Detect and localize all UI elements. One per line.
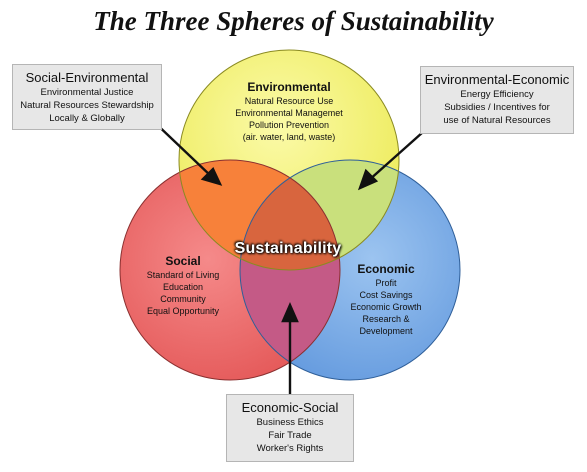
callout-economic-social: Economic-Social Business Ethics Fair Tra…	[226, 394, 354, 462]
environmental-sphere-outline	[178, 49, 400, 271]
social-item: Standard of Living	[146, 270, 220, 280]
callout-item: Worker's Rights	[256, 443, 324, 454]
social-sphere-outline	[119, 159, 341, 381]
callout-title: Economic-Social	[241, 400, 339, 415]
sustainability-label: Sustainability	[234, 240, 342, 257]
callout-title: Social-Environmental	[25, 70, 149, 85]
environmental-item: Pollution Prevention	[248, 120, 330, 130]
economic-item: Development	[359, 326, 413, 336]
social-title: Social	[165, 254, 201, 268]
callout-item: use of Natural Resources	[443, 115, 551, 126]
social-text: Social Standard of Living Education Comm…	[138, 254, 228, 317]
callout-title: Environmental-Economic	[424, 72, 570, 87]
economic-item: Research &	[362, 314, 410, 324]
callout-item: Subsidies / Incentives for	[444, 102, 550, 113]
callout-item: Environmental Justice	[40, 87, 134, 98]
environmental-item: Environmental Managemet	[235, 108, 343, 118]
social-item: Equal Opportunity	[146, 306, 220, 316]
callout-item: Energy Efficiency	[460, 89, 534, 100]
environmental-title: Environmental	[247, 80, 331, 94]
economic-text: Economic Profit Cost Savings Economic Gr…	[340, 262, 432, 337]
economic-item: Profit	[375, 278, 397, 288]
diagram-title: The Three Spheres of Sustainability	[93, 6, 494, 36]
economic-title: Economic	[357, 262, 415, 276]
social-item: Community	[160, 294, 206, 304]
environmental-item: (air. water, land, waste)	[242, 132, 336, 142]
callout-environmental-economic: Environmental-Economic Energy Efficiency…	[420, 66, 574, 134]
environmental-text: Environmental Natural Resource Use Envir…	[219, 80, 359, 143]
callout-item: Locally & Globally	[49, 113, 125, 124]
callout-item: Business Ethics	[256, 417, 324, 428]
callout-item: Fair Trade	[268, 430, 312, 441]
arrowhead-economic-social	[281, 302, 299, 323]
economic-item: Economic Growth	[350, 302, 422, 312]
arrowhead-social-environmental	[200, 166, 223, 186]
environmental-item: Natural Resource Use	[244, 96, 334, 106]
callout-social-environmental: Social-Environmental Environmental Justi…	[12, 64, 162, 130]
social-item: Education	[162, 282, 204, 292]
arrowhead-environmental-economic	[357, 168, 379, 191]
economic-item: Cost Savings	[359, 290, 413, 300]
callout-item: Natural Resources Stewardship	[20, 100, 154, 111]
center-overlap	[240, 160, 340, 270]
economic-sphere-outline	[239, 159, 461, 381]
